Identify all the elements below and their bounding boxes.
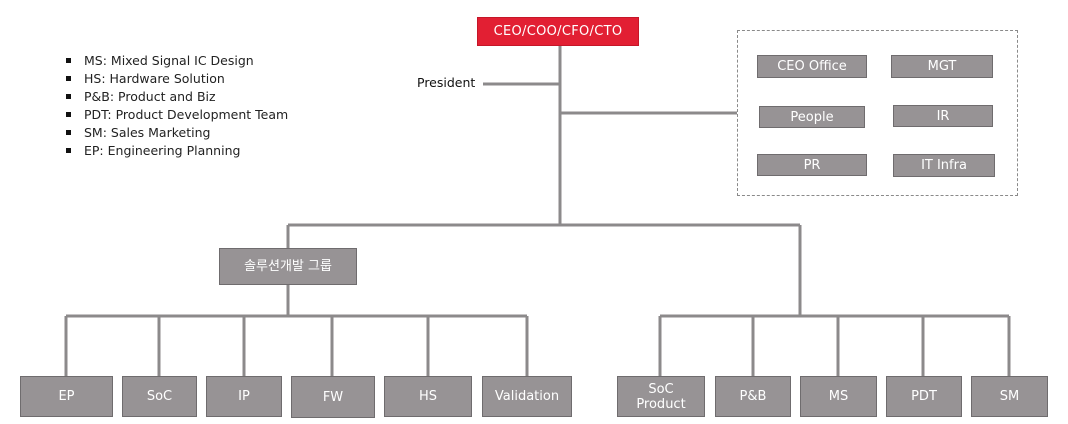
legend-item: PDT: Product Development Team xyxy=(66,106,288,124)
unit-pb: P&B xyxy=(715,376,791,417)
executive-box: CEO/COO/CFO/CTO xyxy=(477,17,639,46)
unit-soc: SoC xyxy=(122,376,197,417)
unit-fw: FW xyxy=(291,376,375,418)
legend-item: SM: Sales Marketing xyxy=(66,124,288,142)
unit-hs: HS xyxy=(384,376,472,417)
abbreviation-legend: MS: Mixed Signal IC Design HS: Hardware … xyxy=(66,52,288,160)
unit-soc-product: SoC Product xyxy=(617,376,705,417)
staff-ir: IR xyxy=(893,105,993,127)
staff-ceo-office: CEO Office xyxy=(757,55,867,78)
staff-pr: PR xyxy=(757,154,867,176)
solution-dev-group-box: 솔루션개발 그룹 xyxy=(219,248,357,285)
unit-sm: SM xyxy=(971,376,1048,417)
unit-ip: IP xyxy=(206,376,282,417)
unit-ms: MS xyxy=(800,376,877,417)
president-label: President xyxy=(417,75,476,90)
unit-validation: Validation xyxy=(482,376,572,417)
staff-functions-frame xyxy=(737,30,1018,196)
legend-item: MS: Mixed Signal IC Design xyxy=(66,52,288,70)
staff-people: People xyxy=(759,106,865,128)
unit-pdt: PDT xyxy=(886,376,962,417)
legend-item: HS: Hardware Solution xyxy=(66,70,288,88)
executive-label: CEO/COO/CFO/CTO xyxy=(493,24,623,39)
legend-item: EP: Engineering Planning xyxy=(66,142,288,160)
staff-it-infra: IT Infra xyxy=(893,154,995,177)
staff-mgt: MGT xyxy=(891,55,993,78)
unit-ep: EP xyxy=(20,376,113,417)
legend-item: P&B: Product and Biz xyxy=(66,88,288,106)
